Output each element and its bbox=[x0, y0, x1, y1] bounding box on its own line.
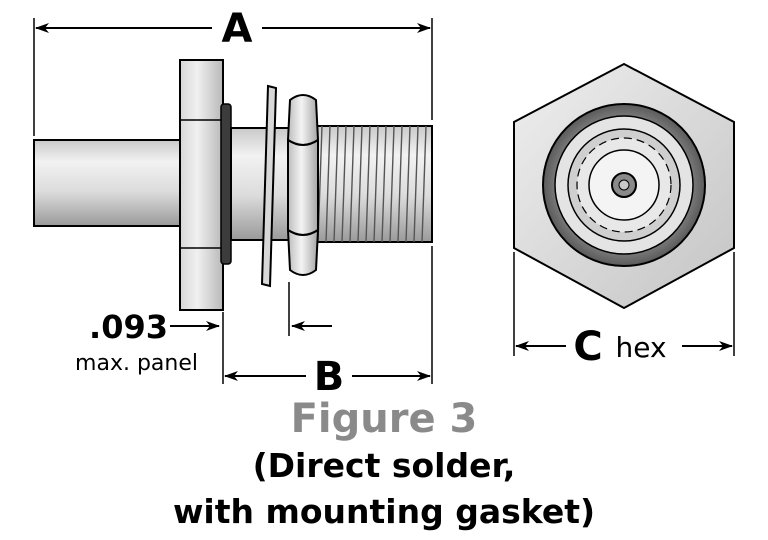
panel-thickness-note: max. panel bbox=[75, 351, 198, 376]
dimension-a-label: A bbox=[222, 6, 253, 52]
dimension-b: B bbox=[222, 246, 433, 400]
mounting-gasket bbox=[220, 103, 232, 265]
flange bbox=[179, 59, 224, 311]
dimension-a: A bbox=[33, 6, 433, 136]
lock-washer bbox=[260, 84, 278, 288]
dimension-c-label: C bbox=[573, 324, 602, 370]
body-sleeve bbox=[230, 127, 292, 241]
figure-subtitle-line2: with mounting gasket) bbox=[172, 492, 596, 531]
end-view bbox=[513, 62, 735, 310]
dimension-c: C hex bbox=[513, 252, 735, 370]
side-view bbox=[33, 59, 433, 311]
panel-thickness-value: .093 bbox=[89, 308, 168, 346]
figure-title: Figure 3 bbox=[290, 396, 478, 442]
figure-subtitle-line1: (Direct solder, bbox=[252, 446, 516, 485]
hex-nut bbox=[286, 94, 320, 276]
thread-lines bbox=[317, 125, 427, 243]
dimension-c-suffix: hex bbox=[615, 331, 666, 364]
dimension-b-label: B bbox=[314, 354, 345, 400]
dimension-panel: .093 max. panel bbox=[75, 282, 332, 376]
rear-barrel bbox=[33, 139, 183, 227]
